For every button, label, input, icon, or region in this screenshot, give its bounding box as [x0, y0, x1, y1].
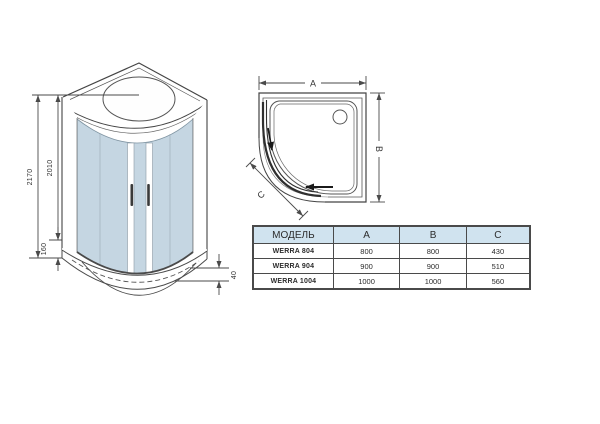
front-view: 2170 2010 160 40: [27, 62, 238, 299]
model-name: WERRA 904: [252, 258, 334, 274]
dim-A-lines: [258, 76, 367, 90]
value-c: 510: [465, 258, 531, 274]
value-c: 560: [465, 273, 531, 290]
tray-lip-dimension: [174, 254, 229, 295]
dim-tray-lip-label: 40: [231, 271, 238, 279]
dim-A-label: A: [310, 79, 316, 89]
door-handle-right: [147, 184, 150, 206]
value-a: 1000: [332, 273, 401, 290]
dim-tray-height-label: 160: [41, 243, 48, 256]
model-spec-table: МОДЕЛЬ A B C WERRA 804 800 800 430 WERRA…: [252, 225, 531, 290]
top-view: A B C: [245, 76, 385, 221]
door-profile-left: [127, 142, 135, 276]
drain-circle: [332, 109, 348, 125]
model-name: WERRA 1004: [252, 273, 334, 290]
dim-total-height-label: 2170: [27, 169, 34, 186]
value-a: 900: [332, 258, 401, 274]
table-header-row: МОДЕЛЬ A B C: [252, 225, 531, 244]
value-b: 800: [399, 243, 467, 259]
header-b: B: [399, 225, 467, 244]
outer-walls: [258, 92, 367, 203]
header-model: МОДЕЛЬ: [252, 225, 334, 244]
roof-dome-ellipse: [102, 76, 176, 122]
dim-B-label: B: [374, 146, 384, 152]
value-c: 430: [465, 243, 531, 259]
value-a: 800: [332, 243, 401, 259]
door-profile-right: [145, 142, 153, 275]
header-c: C: [465, 225, 531, 244]
table-row: WERRA 904 900 900 510: [252, 258, 531, 274]
dim-cabin-height-label: 2010: [47, 160, 54, 177]
dim-B-lines: [370, 92, 385, 203]
value-b: 1000: [399, 273, 467, 290]
tray-dashed-line: [71, 259, 200, 283]
value-b: 900: [399, 258, 467, 274]
table-row: WERRA 1004 1000 1000 560: [252, 273, 531, 290]
glass-panels: [76, 118, 194, 274]
header-a: A: [332, 225, 401, 244]
table-row: WERRA 804 800 800 430: [252, 243, 531, 259]
door-direction-arrow-1: [267, 127, 275, 151]
door-handle-left: [130, 184, 134, 206]
dim-C-lines: [245, 157, 309, 221]
model-name: WERRA 804: [252, 243, 334, 259]
dim-C-label: C: [255, 188, 267, 200]
